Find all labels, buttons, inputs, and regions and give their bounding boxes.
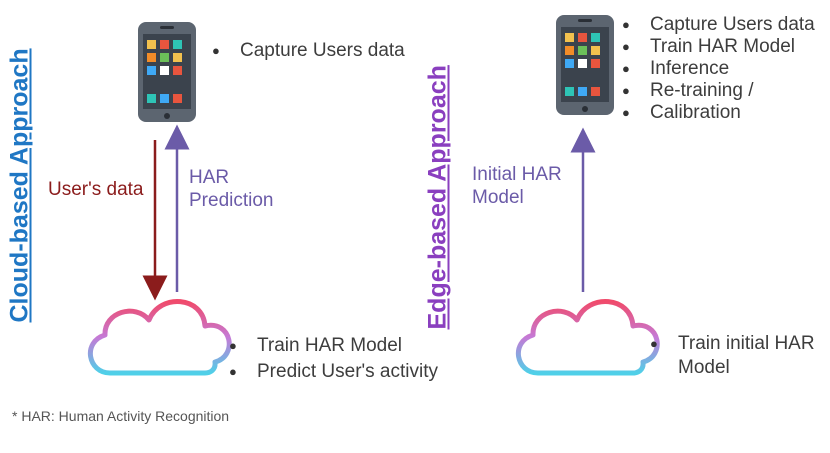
har-prediction-label-line2: Prediction xyxy=(189,190,274,211)
bullet-text: Calibration xyxy=(650,102,741,123)
smartphone-icon xyxy=(138,22,196,122)
bullet-text-line1: Train initial HAR xyxy=(678,333,815,354)
cloud-phone-bullets: Capture Users data xyxy=(212,40,410,62)
users-data-label: User's data xyxy=(48,179,144,200)
list-item: Capture Users data xyxy=(622,14,815,36)
bullet-text: Capture Users data xyxy=(650,14,815,35)
cloud-icon xyxy=(87,299,232,376)
list-item: Inference xyxy=(622,58,815,80)
cloud-server-bullets: Train HAR Model Predict User's activity xyxy=(229,333,438,385)
initial-har-model-label-line2: Model xyxy=(472,187,524,208)
list-item-continuation: Calibration xyxy=(622,102,815,124)
bullet-text: Re-training / xyxy=(650,80,754,101)
bullet-text: Inference xyxy=(650,58,730,79)
bullet-text: Predict User's activity xyxy=(257,361,439,382)
smartphone-icon xyxy=(556,15,614,115)
initial-har-model-label-line1: Initial HAR xyxy=(472,164,562,185)
list-item: Train HAR Model xyxy=(622,36,815,58)
list-item: Train initial HAR Model xyxy=(650,332,815,380)
list-item: Train HAR Model xyxy=(229,333,438,359)
list-item: Re-training / xyxy=(622,80,815,102)
list-item: Capture Users data xyxy=(212,40,410,62)
edge-phone-bullets: Capture Users data Train HAR Model Infer… xyxy=(622,14,815,124)
bullet-text: Capture Users data xyxy=(240,40,405,61)
edge-server-bullets: Train initial HAR Model xyxy=(650,332,815,380)
list-item: Predict User's activity xyxy=(229,359,438,385)
bullet-text: Train HAR Model xyxy=(650,36,796,57)
footnote: * HAR: Human Activity Recognition xyxy=(12,408,230,424)
cloud-icon xyxy=(515,299,660,376)
bullet-text: Train HAR Model xyxy=(257,335,403,356)
initial-har-model-label: Initial HAR Model xyxy=(472,163,562,209)
har-prediction-label: HAR Prediction xyxy=(189,166,274,212)
bullet-text-line2: Model xyxy=(678,357,730,378)
har-prediction-label-line1: HAR xyxy=(189,167,230,188)
